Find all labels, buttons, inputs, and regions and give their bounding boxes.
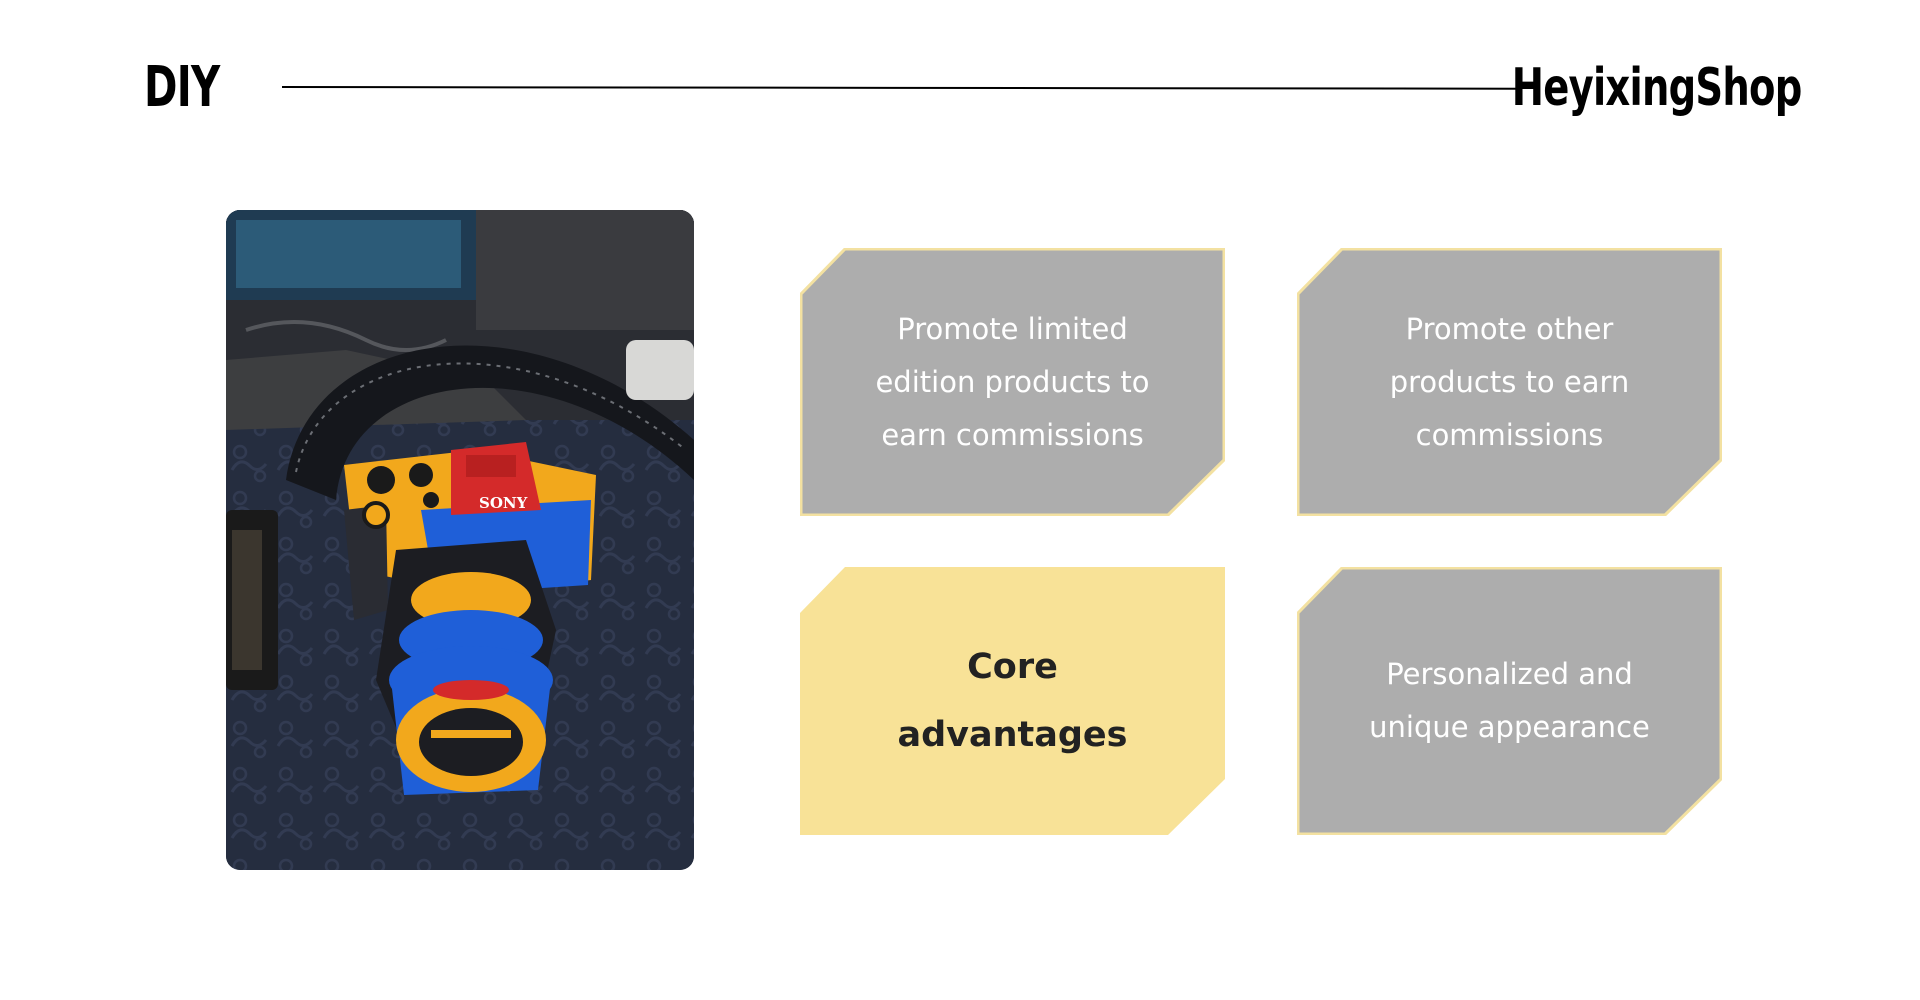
card-shape	[800, 567, 1225, 835]
card-shape	[800, 248, 1225, 516]
brand-name: HeyixingShop	[1512, 58, 1802, 118]
card-personalized: Personalized and unique appearance	[1297, 567, 1722, 835]
camera-illustration: SONY	[226, 210, 694, 870]
camera-brand-label: SONY	[479, 494, 528, 512]
card-shape	[1297, 567, 1722, 835]
card-other-products: Promote other products to earn commissio…	[1297, 248, 1722, 516]
section-title: DIY	[144, 55, 220, 120]
camera-photo: SONY	[226, 210, 694, 870]
card-limited-edition: Promote limited edition products to earn…	[800, 248, 1225, 516]
card-core-advantages: Core advantages	[800, 567, 1225, 835]
card-text: Promote other products to earn commissio…	[1389, 311, 1630, 452]
card-text: Personalized and unique appearance	[1369, 657, 1650, 744]
card-shape	[1297, 248, 1722, 516]
header-divider	[281, 86, 1523, 90]
card-text: Promote limited edition products to earn…	[875, 311, 1150, 452]
card-title: Core advantages	[897, 647, 1128, 755]
